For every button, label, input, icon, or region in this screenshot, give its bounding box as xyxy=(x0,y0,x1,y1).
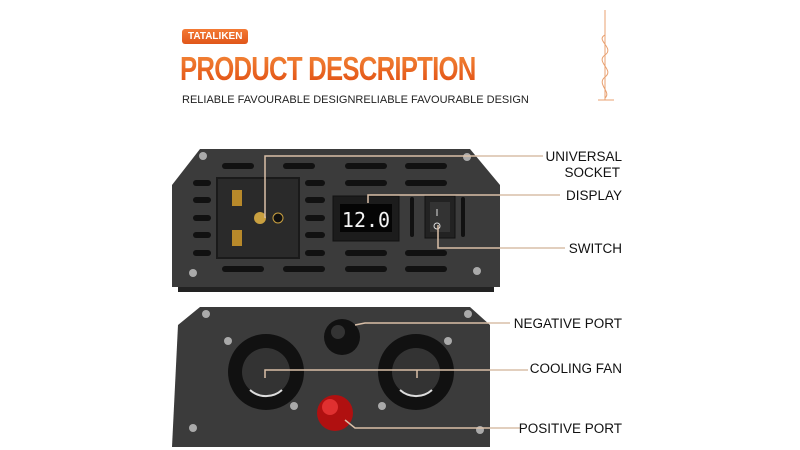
brand-badge: TATALIKEN xyxy=(182,29,249,44)
screw-icon xyxy=(189,152,481,277)
label-universal-socket-line1: UNIVERSAL xyxy=(545,149,622,164)
cooling-fan-left xyxy=(228,334,304,410)
positive-port xyxy=(317,395,353,431)
page-title: PRODUCT DESCRIPTION xyxy=(180,50,476,87)
universal-socket xyxy=(216,177,300,259)
label-display: DISPLAY xyxy=(565,188,622,203)
label-cooling-fan: COOLING FAN xyxy=(529,361,622,376)
label-negative-port: NEGATIVE PORT xyxy=(513,316,622,331)
decorative-spiral-icon xyxy=(598,10,614,101)
cooling-fan-right xyxy=(378,334,454,410)
label-switch: SWITCH xyxy=(568,241,622,256)
label-positive-port: POSITIVE PORT xyxy=(518,421,622,436)
digital-display: 12.0 xyxy=(332,195,400,242)
label-universal-socket-line2: SOCKET xyxy=(564,165,620,180)
leader-lines xyxy=(264,155,565,429)
screw-icon xyxy=(189,310,484,434)
display-reading: 12.0 xyxy=(342,208,390,232)
negative-port xyxy=(324,319,360,355)
power-switch[interactable] xyxy=(424,195,456,239)
rear-panel xyxy=(172,307,490,447)
front-panel: 12.0 xyxy=(172,149,500,292)
subtitle: RELIABLE FAVOURABLE DESIGNRELIABLE FAVOU… xyxy=(182,94,529,106)
label-universal-socket: UNIVERSAL SOCKET xyxy=(545,149,622,181)
